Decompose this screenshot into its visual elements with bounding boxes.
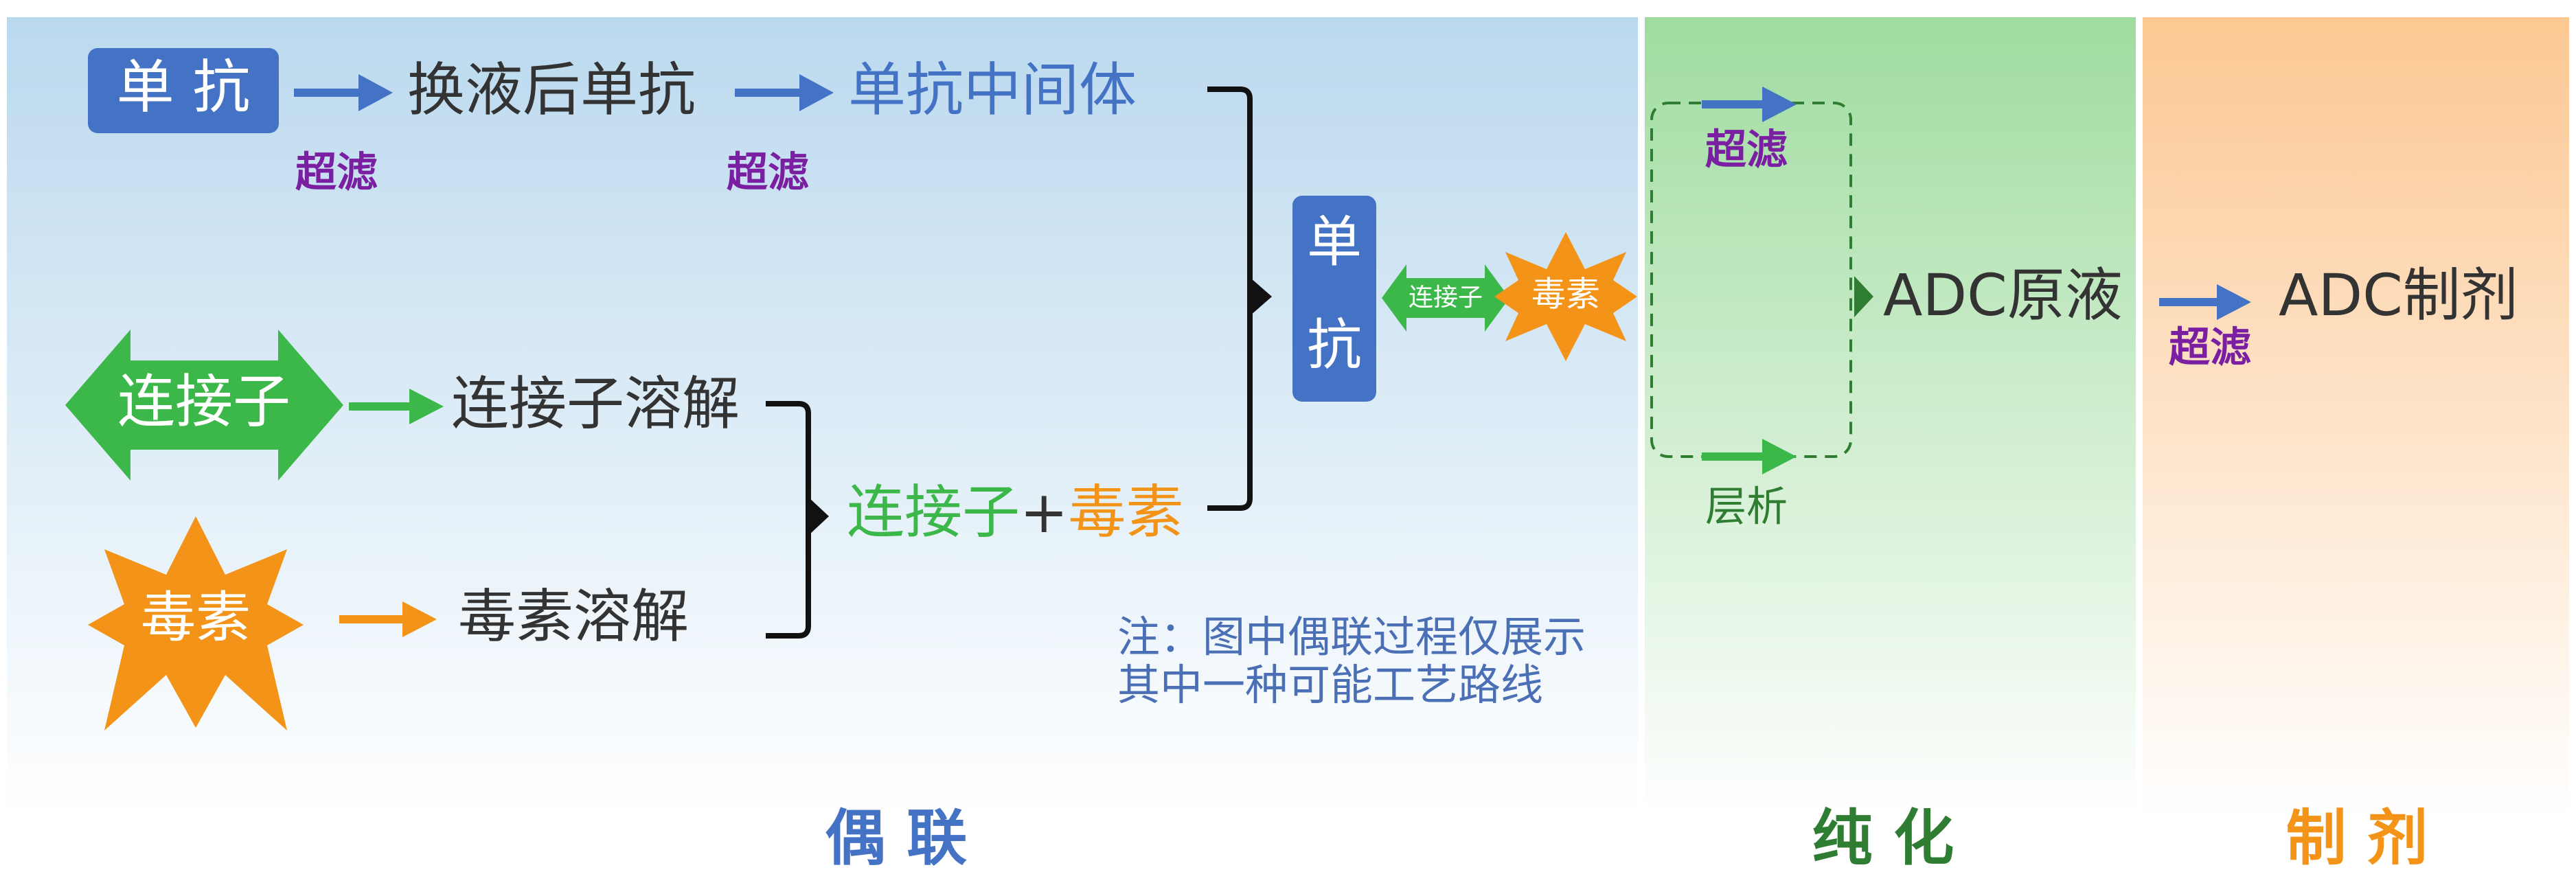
mab-ultrafiltration2-label: 超滤 [727,149,809,197]
mab-exchanged-label: 换液后单抗 [407,56,696,124]
arrow-icon [339,601,437,637]
starburst-icon [88,516,304,731]
linker-dissolve-label: 连接子溶解 [451,370,740,437]
purification-chromatography-label: 层析 [1705,483,1788,531]
mab-intermediate-label: 单抗中间体 [848,56,1137,124]
toxin-badge-label: 毒素 [141,586,251,650]
purification-section-title: 纯 化 [1812,803,1954,873]
formulation-ultrafiltration-label: 超滤 [2169,324,2251,372]
process-note-line1: 注：图中偶联过程仅展示 [1117,612,1586,662]
adc-linker-icon [1382,264,1509,332]
mab-badge-label: 单 抗 [117,54,251,121]
adc-mab-char1: 单 [1307,210,1362,274]
toxin-dissolve-label: 毒素溶解 [458,583,689,650]
adc-drug-substance-label: ADC原液 [1883,262,2123,329]
arrow-icon [735,74,834,111]
formulation-section-title: 制 剂 [2286,803,2428,873]
adc-toxin-icon [1494,232,1637,361]
merge-bracket [766,401,829,639]
formulation-panel [2143,17,2569,817]
adc-mab-char2: 抗 [1307,313,1362,377]
purification-ultrafiltration-label: 超滤 [1705,126,1788,174]
arrow-icon [1702,87,1797,122]
purification-panel [1645,17,2136,817]
conjugation-section-title: 偶 联 [825,803,968,873]
adc-drug-product-label: ADC制剂 [2279,262,2518,329]
chevron-right-icon [1854,276,1873,317]
adc-toxin-label: 毒素 [1531,275,1600,314]
double-arrow-icon [65,330,343,481]
process-note-line2: 其中一种可能工艺路线 [1117,660,1543,710]
linker-badge-label: 连接子 [117,368,290,435]
adc-linker-label: 连接子 [1409,284,1483,312]
arrow-icon [2159,284,2251,320]
linker-toxin-combo: 连接子+毒素 [847,479,1183,546]
arrow-icon [1702,439,1797,474]
mab-badge [88,48,279,133]
mab-ultrafiltration-label: 超滤 [295,149,378,197]
adc-mab-box [1292,196,1376,402]
conjugation-bracket [1207,87,1272,511]
arrow-icon [294,74,393,111]
arrow-icon [349,389,444,424]
